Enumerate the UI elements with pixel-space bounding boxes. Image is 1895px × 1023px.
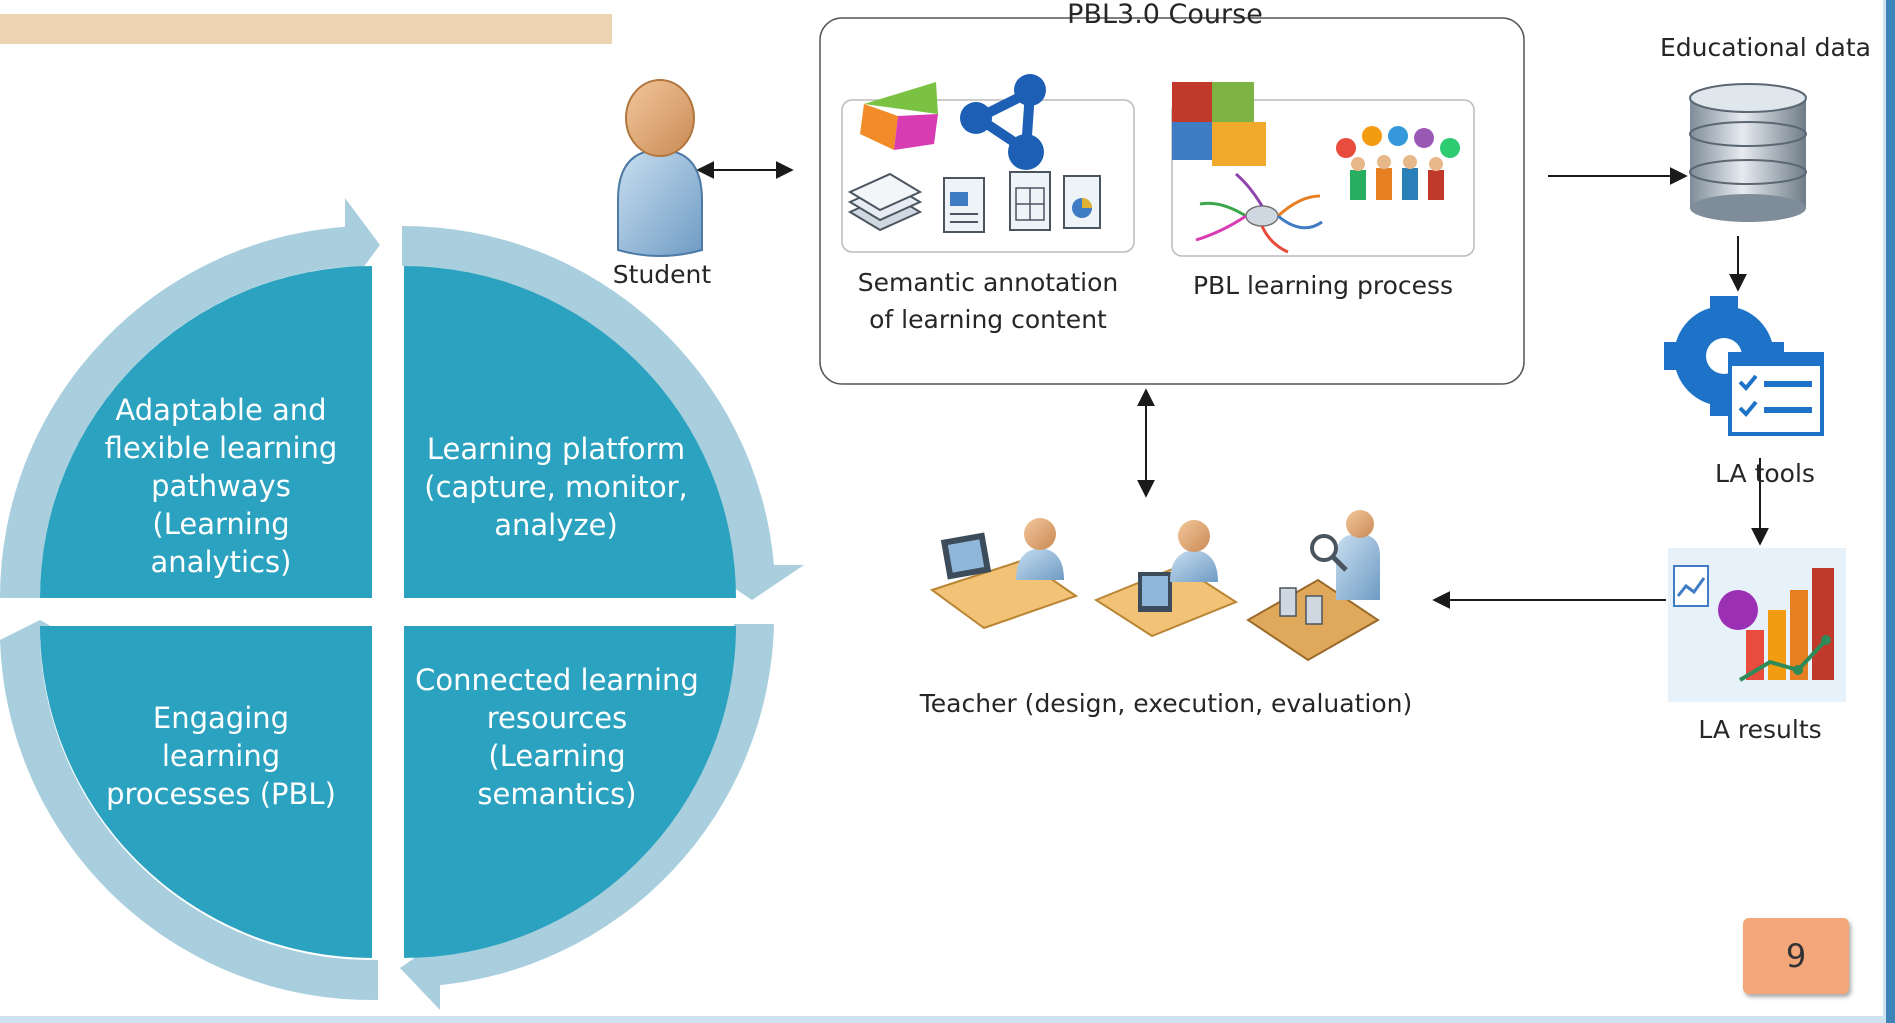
ring-arrow-bottom-right [400,940,440,1010]
student-icon [617,79,703,257]
quadrant-label-bottom-left: Engaging learning processes (PBL) [106,701,336,811]
quadrant-label-top-right: Learning platform (capture, monitor, ana… [424,432,688,542]
teacher-execution-icon [1093,520,1239,638]
right-edge-highlight [1883,0,1886,1023]
cycle-quadrants [40,266,736,958]
header-accent-bar [0,14,612,44]
semantic-cube-icon [860,82,938,150]
document-spreadsheet-icon [1009,171,1051,231]
teacher-evaluation-icon [1246,510,1380,662]
la-tools-label: LA tools [1715,459,1815,488]
la-results-chart-icon [1668,548,1846,702]
semantic-annotation-label-line1: Semantic annotation [857,268,1119,297]
mind-map-icon [1195,172,1323,254]
quadrant-bottom-left [40,626,372,958]
quadrant-bottom-right [404,626,736,958]
la-results-label: LA results [1698,715,1822,744]
puzzle-icon [1172,82,1266,166]
page-number-badge: 9 [1743,918,1849,994]
quadrant-label-bottom-right: Connected learning resources (Learning s… [415,663,699,811]
cycle-ring [0,198,804,1010]
quadrant-top-right [404,266,736,598]
database-icon [1689,83,1807,222]
share-network-icon [960,74,1046,170]
course-title: PBL3.0 Course [1067,0,1263,30]
ring-arc-bottom-left [0,640,378,1001]
document-presentation-icon [943,177,985,233]
pbl-process-label: PBL learning process [1192,271,1454,300]
document-stack-icon [847,172,923,232]
teacher-label: Teacher (design, execution, evaluation) [919,689,1413,718]
ring-arc-top-right [402,225,774,565]
student-label: Student [612,260,712,289]
gear-checklist-icon [1664,296,1824,436]
quadrant-top-left [40,266,372,598]
teacher-design-icon [929,518,1079,630]
quadrant-label-top-left: Adaptable and flexible learning pathways… [104,393,338,579]
document-chart-icon [1063,175,1101,229]
bottom-edge-border [0,1016,1886,1023]
ring-arc-top-left [0,226,360,598]
educational-data-label: Educational data [1660,33,1871,62]
right-edge-border [1886,0,1895,1023]
team-people-icon [1336,126,1460,200]
semantic-annotation-label-line2: of learning content [869,305,1107,334]
